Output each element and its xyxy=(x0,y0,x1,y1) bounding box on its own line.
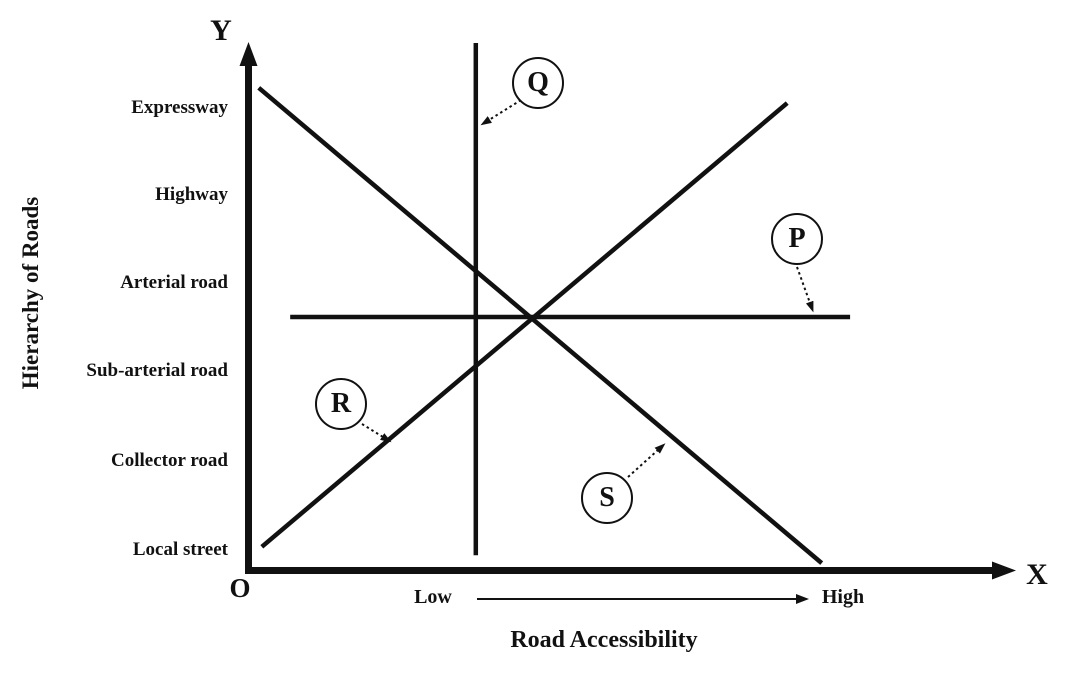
label-circle-r: R xyxy=(315,378,367,430)
y-tick-arterial-road: Arterial road xyxy=(120,272,228,293)
line-r xyxy=(260,101,789,549)
plot-lines-group xyxy=(257,43,851,565)
origin-label: O xyxy=(229,573,251,603)
label-p-arrow xyxy=(796,266,814,313)
label-circle-p: P xyxy=(771,213,823,265)
line-s xyxy=(257,86,824,565)
label-r-arrow xyxy=(361,423,392,443)
x-axis-title: Road Accessibility xyxy=(510,627,698,653)
x-scale-high-label: High xyxy=(821,586,865,608)
x-scale-low-label: Low xyxy=(414,586,452,608)
label-letter-r: R xyxy=(330,388,352,419)
label-s-arrow xyxy=(627,443,666,478)
y-axis-letter: Y xyxy=(210,14,232,47)
label-q-arrow xyxy=(480,99,522,126)
y-tick-collector-road: Collector road xyxy=(111,450,228,471)
y-tick-highway: Highway xyxy=(155,184,228,205)
label-circle-q: Q xyxy=(512,57,564,109)
y-tick-sub-arterial-road: Sub-arterial road xyxy=(86,360,228,381)
y-tick-expressway: Expressway xyxy=(131,97,228,118)
y-tick-local-street: Local street xyxy=(132,539,228,560)
label-letter-q: Q xyxy=(527,67,549,98)
label-letter-s: S xyxy=(599,482,615,513)
label-letter-p: P xyxy=(788,223,806,254)
x-axis-letter: X xyxy=(1026,558,1048,591)
label-circle-s: S xyxy=(581,472,633,524)
